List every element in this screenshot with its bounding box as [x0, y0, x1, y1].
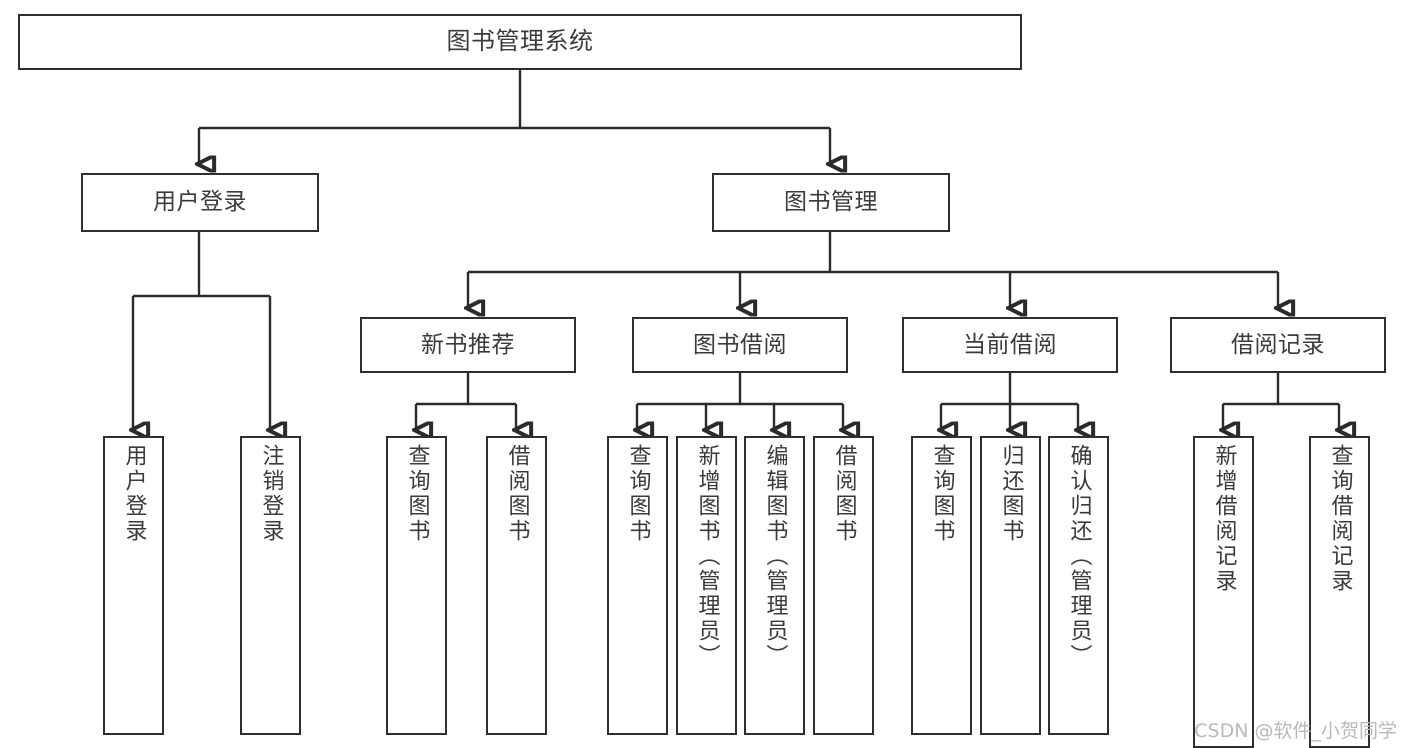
- node-label: 借阅图书: [831, 444, 857, 544]
- node-label: 确认归还（管理员）: [1066, 444, 1092, 669]
- node-label: 归还图书: [998, 444, 1024, 544]
- node-label: 查询借阅记录: [1327, 444, 1353, 594]
- leaf-current-confirm-return-admin[interactable]: 确认归还（管理员）: [1048, 436, 1109, 735]
- node-label: 用户登录: [121, 444, 147, 544]
- leaf-record-query-record[interactable]: 查询借阅记录: [1309, 436, 1370, 748]
- node-borrow-record[interactable]: 借阅记录: [1170, 317, 1386, 373]
- node-label: 图书管理系统: [446, 27, 594, 56]
- node-label: 新增借阅记录: [1211, 444, 1237, 594]
- node-current-borrow[interactable]: 当前借阅: [902, 317, 1118, 373]
- node-label: 图书借阅: [693, 331, 787, 358]
- leaf-recommend-query-book[interactable]: 查询图书: [386, 436, 447, 735]
- node-label: 新书推荐: [421, 331, 515, 358]
- node-label: 查询图书: [929, 444, 955, 544]
- leaf-record-add-record[interactable]: 新增借阅记录: [1193, 436, 1254, 748]
- node-root-library-system[interactable]: 图书管理系统: [18, 14, 1022, 70]
- node-label: 图书管理: [784, 189, 878, 216]
- leaf-borrow-add-book-admin[interactable]: 新增图书（管理员）: [676, 436, 737, 735]
- node-label: 新增图书（管理员）: [694, 444, 720, 669]
- leaf-current-query-book[interactable]: 查询图书: [911, 436, 972, 735]
- leaf-borrow-edit-book-admin[interactable]: 编辑图书（管理员）: [744, 436, 805, 735]
- leaf-current-return-book[interactable]: 归还图书: [980, 436, 1041, 735]
- leaf-recommend-borrow-book[interactable]: 借阅图书: [486, 436, 547, 735]
- leaf-user-login-signout[interactable]: 注销登录: [240, 436, 301, 735]
- node-label: 查询图书: [625, 444, 651, 544]
- node-new-book-recommend[interactable]: 新书推荐: [360, 317, 576, 373]
- node-label: 当前借阅: [963, 331, 1057, 358]
- node-label: 查询图书: [404, 444, 430, 544]
- leaf-borrow-borrow-book[interactable]: 借阅图书: [813, 436, 874, 735]
- csdn-watermark: CSDN @软件_小贺同学: [1194, 720, 1397, 742]
- node-user-login[interactable]: 用户登录: [81, 173, 319, 232]
- node-book-management[interactable]: 图书管理: [712, 173, 950, 232]
- leaf-borrow-query-book[interactable]: 查询图书: [607, 436, 668, 735]
- leaf-user-login-signin[interactable]: 用户登录: [103, 436, 164, 735]
- node-label: 借阅记录: [1231, 331, 1325, 358]
- node-label: 编辑图书（管理员）: [762, 444, 788, 669]
- node-label: 借阅图书: [504, 444, 530, 544]
- node-book-borrow[interactable]: 图书借阅: [632, 317, 848, 373]
- node-label: 用户登录: [153, 189, 247, 216]
- node-label: 注销登录: [258, 444, 284, 544]
